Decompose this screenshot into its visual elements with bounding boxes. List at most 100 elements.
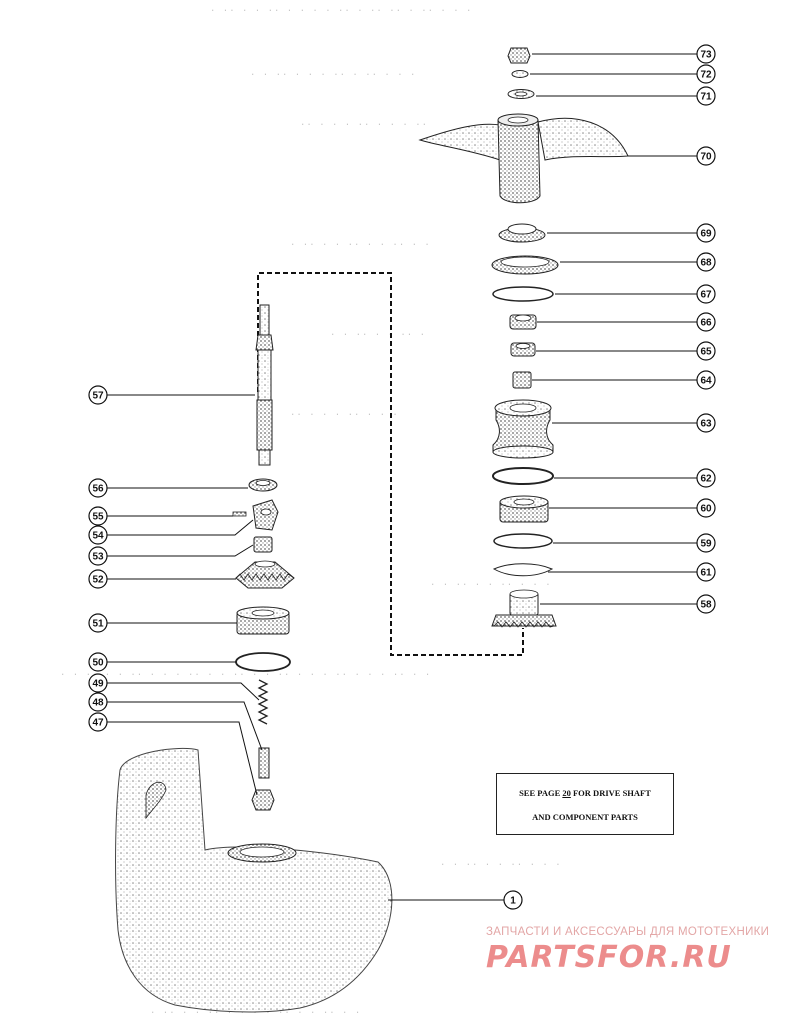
- callout-circle-62: [696, 468, 716, 488]
- leader-line-53: [107, 544, 254, 557]
- callout-circle-47: [88, 712, 108, 732]
- part-68-bearing-carrier-nut: [491, 255, 559, 275]
- callout-number-65: 65: [700, 347, 712, 358]
- part-60-ball-bearing: [499, 495, 549, 523]
- drive-shaft-reference-note: SEE PAGE 20 FOR DRIVE SHAFT AND COMPONEN…: [496, 773, 674, 835]
- callout-number-56: 56: [92, 484, 104, 495]
- callout-64: 64: [696, 370, 716, 390]
- part-49-spring: [257, 679, 269, 725]
- callout-54: 54: [88, 525, 108, 545]
- callout-55: 55: [88, 506, 108, 526]
- callout-circle-64: [696, 370, 716, 390]
- callout-circle-68: [696, 252, 716, 272]
- callout-circle-71: [696, 86, 716, 106]
- callout-56: 56: [88, 478, 108, 498]
- leader-line-47: [107, 721, 258, 796]
- callout-circle-48: [88, 692, 108, 712]
- callout-number-70: 70: [700, 152, 712, 163]
- callout-number-53: 53: [92, 552, 104, 563]
- callout-number-68: 68: [700, 258, 712, 269]
- callout-68: 68: [696, 252, 716, 272]
- callout-72: 72: [696, 64, 716, 84]
- callout-circle-70: [696, 146, 716, 166]
- part-63-bearing-carrier: [492, 399, 554, 459]
- part-51-bearing-assembly: [236, 606, 290, 635]
- part-70-propeller: [418, 113, 629, 204]
- dashed-assembly-line: [257, 272, 524, 656]
- callout-62: 62: [696, 468, 716, 488]
- callout-number-57: 57: [92, 391, 104, 402]
- callout-number-49: 49: [92, 679, 104, 690]
- part-56-bearing-cup: [248, 478, 278, 492]
- note-prefix: SEE PAGE: [519, 788, 561, 798]
- callout-63: 63: [696, 413, 716, 433]
- callout-number-60: 60: [700, 504, 712, 515]
- callout-number-52: 52: [92, 575, 104, 586]
- callout-57: 57: [88, 385, 108, 405]
- callout-70: 70: [696, 146, 716, 166]
- callout-number-59: 59: [700, 539, 712, 550]
- callout-1: 1: [503, 890, 523, 910]
- part-69-thrust-hub: [498, 223, 546, 243]
- callout-51: 51: [88, 613, 108, 633]
- callout-circle-51: [88, 613, 108, 633]
- note-page-ref: 20: [562, 788, 571, 798]
- callout-number-1: 1: [510, 896, 516, 907]
- callout-47: 47: [88, 712, 108, 732]
- callout-50: 50: [88, 652, 108, 672]
- callout-number-63: 63: [700, 419, 712, 430]
- callout-circle-66: [696, 312, 716, 332]
- callout-circle-73: [696, 44, 716, 64]
- callout-circle-57: [88, 385, 108, 405]
- callout-number-67: 67: [700, 290, 712, 301]
- callout-48: 48: [88, 692, 108, 712]
- part-48-plunger: [258, 747, 270, 779]
- callout-circle-50: [88, 652, 108, 672]
- part-1-gear-housing: [115, 747, 393, 1013]
- callout-circle-67: [696, 284, 716, 304]
- callout-circle-65: [696, 341, 716, 361]
- callout-67: 67: [696, 284, 716, 304]
- part-62-o-ring: [492, 467, 554, 485]
- callout-number-51: 51: [92, 619, 104, 630]
- watermark-brand-logo: PARTSFOR.RU: [486, 940, 732, 975]
- callout-73: 73: [696, 44, 716, 64]
- callout-53: 53: [88, 546, 108, 566]
- callout-circle-69: [696, 223, 716, 243]
- part-71-spacer: [507, 89, 535, 99]
- callout-number-48: 48: [92, 698, 104, 709]
- watermark-tagline: ЗАПЧАСТИ И АКСЕССУАРЫ ДЛЯ МОТОТЕХНИКИ: [486, 926, 770, 938]
- leader-line-54: [107, 519, 254, 536]
- note-line-2: AND COMPONENT PARTS: [532, 812, 638, 822]
- part-66-seal: [509, 314, 537, 330]
- part-72-washer: [511, 70, 529, 78]
- callout-65: 65: [696, 341, 716, 361]
- callout-number-61: 61: [700, 568, 712, 579]
- callout-circle-54: [88, 525, 108, 545]
- part-54-pinion-retainer: [252, 499, 279, 531]
- callout-circle-72: [696, 64, 716, 84]
- part-73-nut: [507, 47, 531, 64]
- callout-58: 58: [696, 594, 716, 614]
- callout-circle-56: [88, 478, 108, 498]
- part-67-o-ring: [492, 286, 554, 302]
- callout-number-64: 64: [700, 376, 712, 387]
- callout-number-69: 69: [700, 229, 712, 240]
- watermark: ЗАПЧАСТИ И АКСЕССУАРЫ ДЛЯ МОТОТЕХНИКИ PA…: [486, 926, 786, 975]
- callout-number-47: 47: [92, 718, 104, 729]
- callout-52: 52: [88, 569, 108, 589]
- part-47-nut: [251, 789, 275, 811]
- callout-circle-59: [696, 533, 716, 553]
- callout-circle-61: [696, 562, 716, 582]
- part-58-forward-gear: [491, 589, 557, 628]
- callout-60: 60: [696, 498, 716, 518]
- callout-66: 66: [696, 312, 716, 332]
- callout-69: 69: [696, 223, 716, 243]
- callout-number-58: 58: [700, 600, 712, 611]
- callout-circle-63: [696, 413, 716, 433]
- callout-number-72: 72: [700, 70, 712, 81]
- callout-59: 59: [696, 533, 716, 553]
- part-53-roller-bearing: [253, 536, 273, 553]
- callout-number-55: 55: [92, 512, 104, 523]
